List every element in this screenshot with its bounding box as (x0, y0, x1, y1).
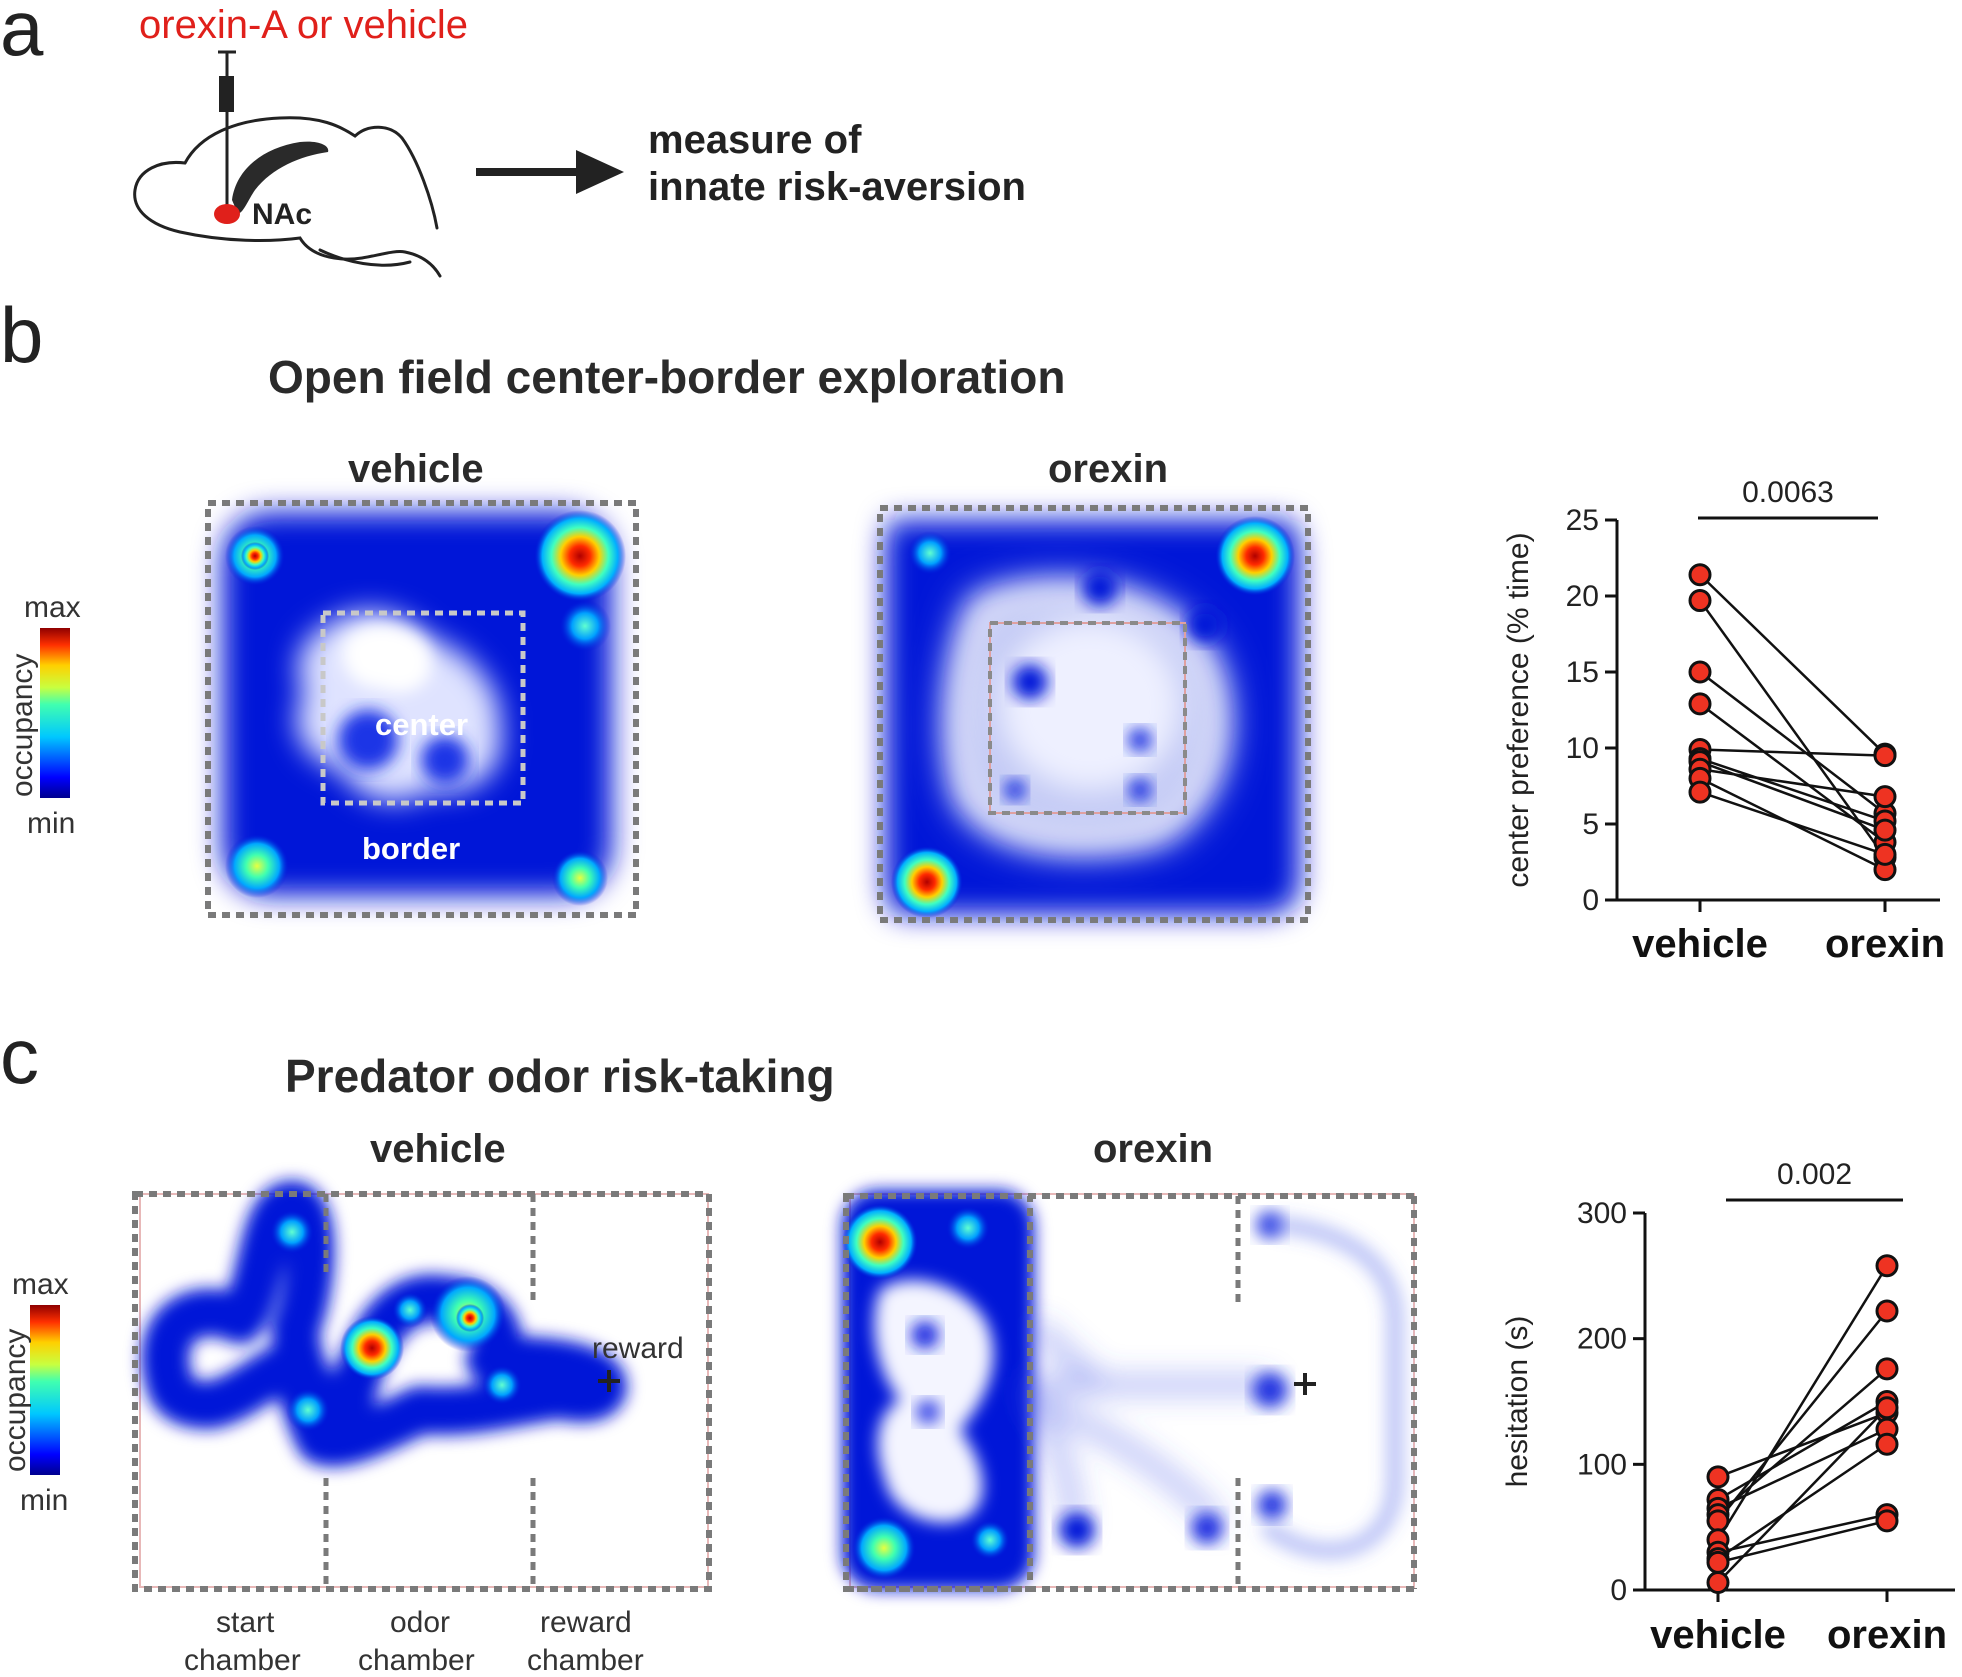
panel-c-title: Predator odor risk-taking (285, 1050, 835, 1102)
x-category-label: vehicle (1650, 1613, 1786, 1657)
data-point-orexin (1873, 842, 1897, 866)
chamber-label-reward-line1: reward (540, 1606, 632, 1639)
reward-cross-icon (1294, 1373, 1316, 1395)
data-point-orexin (1875, 1357, 1899, 1381)
panel-c-orexin-label: orexin (1093, 1127, 1213, 1171)
colorbar-b-min: min (27, 807, 75, 840)
brain-outline-icon (133, 116, 442, 278)
pair-connector-line (1717, 1519, 1888, 1564)
chart-c-y-axis-title: hesitation (s) (1501, 1316, 1534, 1488)
panel-b-orexin-label: orexin (1048, 447, 1168, 491)
chamber-label-start-line1: start (216, 1606, 275, 1639)
border-label: border (362, 831, 460, 866)
data-point-orexin (1875, 1509, 1899, 1533)
pair-connector-line (1717, 1400, 1888, 1501)
chamber-label-reward-line2: chamber (527, 1644, 644, 1677)
panel-b-title: Open field center-border exploration (268, 351, 1065, 403)
y-tick-label: 20 (1566, 580, 1599, 613)
center-label: center (375, 707, 468, 742)
panel-c: c Predator odor risk-taking vehicle orex… (0, 1012, 1955, 1677)
heatmap-c-orexin (842, 1190, 1417, 1592)
nac-target-marker (214, 204, 240, 224)
panel-b: b Open field center-border exploration v… (0, 291, 1945, 966)
chart-c-p-value: 0.002 (1777, 1158, 1852, 1191)
pair-connector-line (1699, 748, 1886, 757)
pair-connector-line (1699, 757, 1886, 823)
x-category-label: orexin (1827, 1613, 1947, 1657)
chamber-label-start-line2: chamber (184, 1644, 301, 1677)
data-point-vehicle (1688, 589, 1712, 613)
pair-connector-line (1717, 1411, 1888, 1479)
data-point-vehicle (1688, 660, 1712, 684)
injection-label: orexin-A or vehicle (139, 3, 468, 47)
nac-label: NAc (252, 198, 312, 231)
y-tick-label: 5 (1582, 808, 1599, 841)
pair-connector-line (1716, 1265, 1889, 1541)
heatmap-b-orexin (877, 505, 1311, 923)
y-tick-label: 200 (1577, 1323, 1627, 1356)
pair-connector-line (1717, 1406, 1888, 1584)
data-point-vehicle (1688, 563, 1712, 587)
chart-b-y-axis-title: center preference (% time) (1502, 532, 1535, 887)
chamber-label-odor-line2: chamber (358, 1644, 475, 1677)
data-point-vehicle (1706, 1570, 1730, 1594)
y-tick-label: 15 (1566, 656, 1599, 689)
data-point-vehicle (1688, 780, 1712, 804)
pair-connector-line (1699, 573, 1886, 755)
data-point-orexin (1875, 1396, 1899, 1420)
data-point-vehicle (1706, 1550, 1730, 1574)
colorbar-c: max min occupancy (0, 1268, 69, 1517)
arrow-right-icon (476, 150, 624, 194)
heatmap-b-vehicle: center border (205, 500, 639, 918)
paired-plot-center-preference: center preference (% time) 0.0063 0 5 10 15… (1502, 476, 1945, 966)
x-category-label: orexin (1825, 922, 1945, 966)
pair-connector-line (1698, 599, 1887, 859)
reward-cross-icon (598, 1370, 620, 1392)
data-point-vehicle (1688, 692, 1712, 716)
colorbar-c-max: max (12, 1268, 69, 1301)
panel-letter-a: a (0, 0, 44, 72)
y-tick-label: 100 (1577, 1448, 1627, 1481)
colorbar-b-title: occupancy (6, 654, 39, 797)
data-point-orexin (1875, 1299, 1899, 1323)
data-point-orexin (1875, 1254, 1899, 1278)
chart-b-p-value: 0.0063 (1742, 476, 1834, 509)
data-point-orexin (1873, 785, 1897, 809)
colorbar-c-title: occupancy (0, 1329, 32, 1472)
pair-connector-line (1699, 768, 1886, 798)
heatmap-c-vehicle: reward start chamber odor chamber reward… (132, 1181, 712, 1677)
pair-connector-line (1699, 671, 1886, 815)
panel-b-vehicle-label: vehicle (348, 447, 484, 491)
y-tick-label: 10 (1566, 732, 1599, 765)
pair-connector-line (1717, 1310, 1888, 1522)
pair-connector-line (1717, 1513, 1888, 1554)
y-tick-label: 300 (1577, 1197, 1627, 1230)
data-point-vehicle (1706, 1465, 1730, 1489)
chamber-label-odor-line1: odor (390, 1606, 450, 1639)
y-tick-label: 25 (1566, 504, 1599, 537)
panel-a: a orexin-A or vehicle NAc measure of inn… (0, 0, 1026, 278)
panel-letter-c: c (0, 1012, 39, 1100)
y-tick-label: 0 (1582, 884, 1599, 917)
data-point-orexin (1875, 1432, 1899, 1456)
x-category-label: vehicle (1632, 922, 1768, 966)
panel-c-vehicle-label: vehicle (370, 1127, 506, 1171)
pair-connector-line (1717, 1367, 1888, 1516)
outcome-label-line1: measure of (648, 118, 862, 162)
colorbar-b: max min occupancy (6, 591, 81, 840)
y-tick-label: 0 (1610, 1574, 1627, 1607)
outcome-label-line2: innate risk-aversion (648, 165, 1026, 209)
pair-connector-line (1699, 790, 1886, 856)
data-point-orexin (1873, 818, 1897, 842)
striatum-shape (232, 141, 329, 214)
data-point-orexin (1873, 744, 1897, 768)
data-point-vehicle (1706, 1509, 1730, 1533)
colorbar-b-max: max (24, 591, 81, 624)
reward-label: reward (592, 1332, 684, 1365)
colorbar-c-min: min (20, 1484, 68, 1517)
paired-plot-hesitation: hesitation (s) 0.002 0 100 200 300 vehicle or… (1501, 1158, 1955, 1657)
panel-letter-b: b (0, 291, 43, 379)
pair-connector-line (1717, 1443, 1888, 1560)
